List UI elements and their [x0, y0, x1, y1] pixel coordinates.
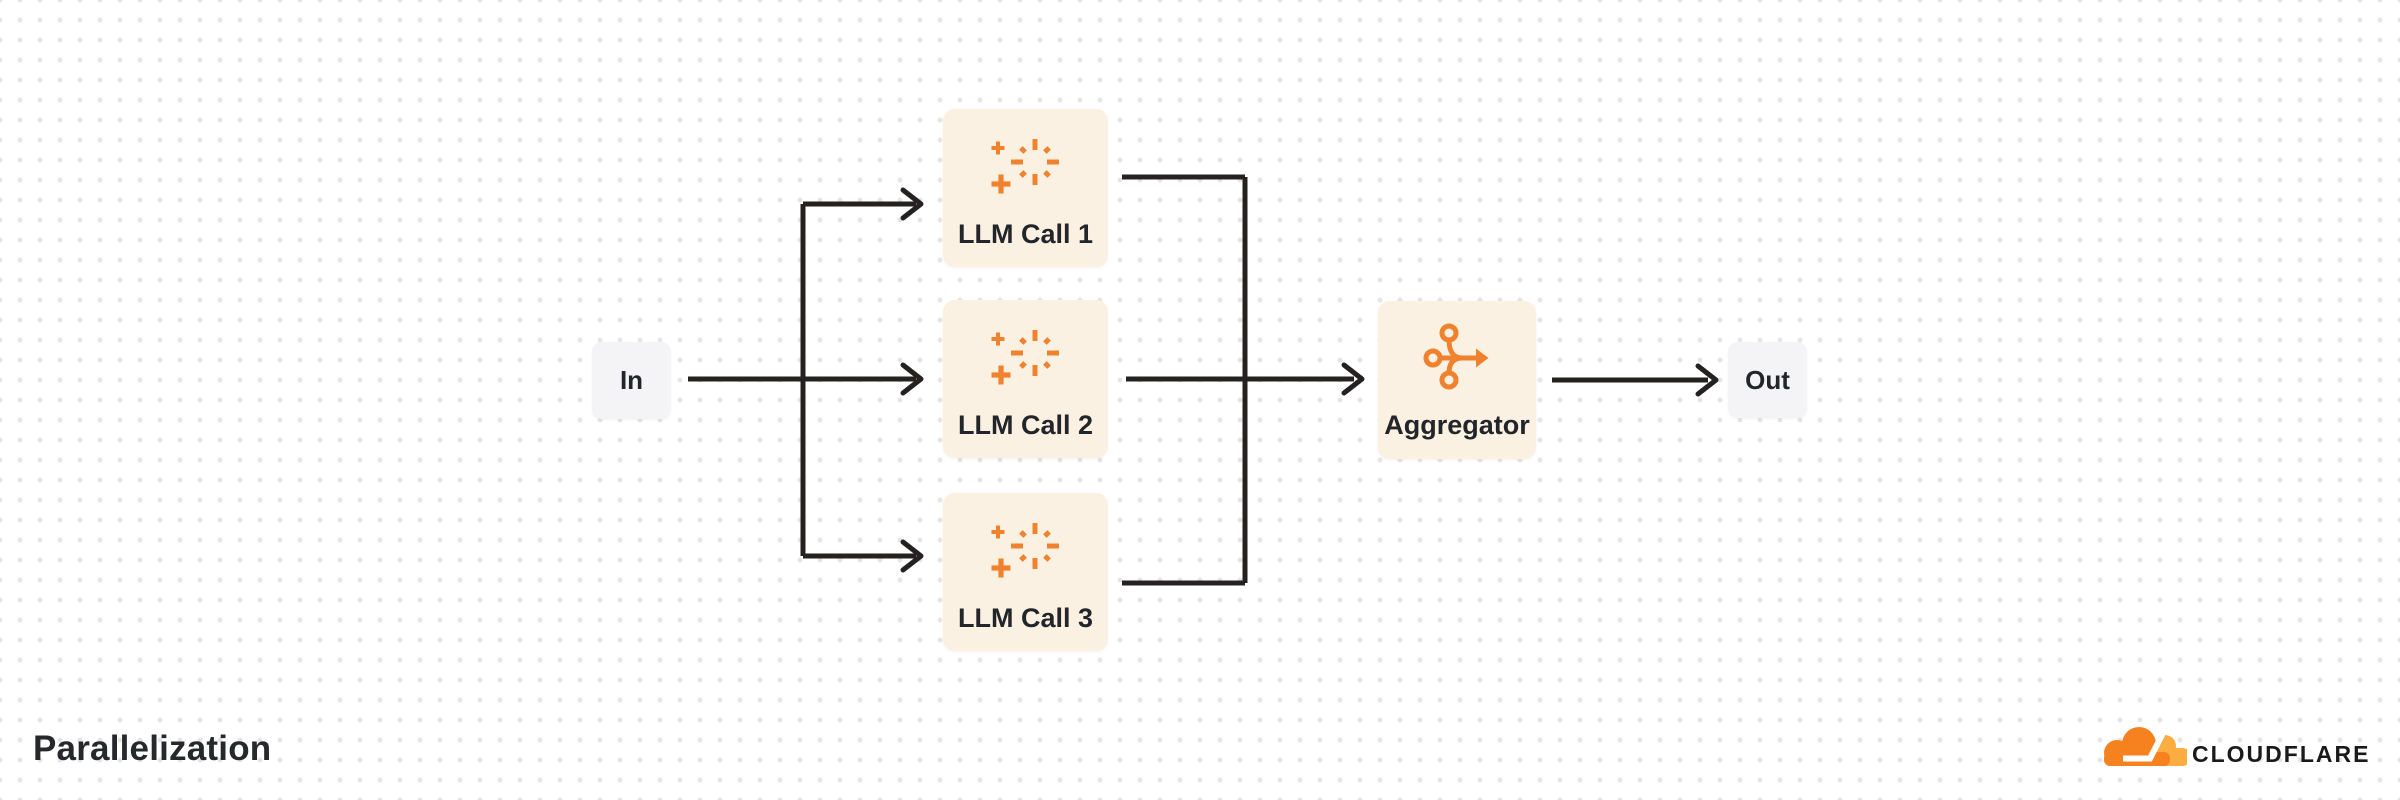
edge-aggregator-to-out [1552, 363, 1719, 397]
node-aggregator: Aggregator [1378, 301, 1536, 459]
page-title: Parallelization [33, 729, 272, 768]
edge-llms-to-aggregator [1122, 174, 1365, 586]
arrowhead-to-llm2 [900, 362, 924, 396]
sparkles-icon [989, 135, 1063, 199]
arrowhead-to-out [1695, 363, 1719, 397]
sparkles-icon [989, 519, 1063, 583]
node-aggregator-label: Aggregator [1384, 410, 1530, 440]
cloudflare-cloud-icon [2093, 720, 2191, 772]
node-llm-call-1: LLM Call 1 [943, 109, 1108, 267]
cloudflare-logo: CLOUDFLARE [2093, 725, 2370, 772]
arrowhead-to-aggregator [1341, 362, 1365, 396]
node-llm-call-1-label: LLM Call 1 [957, 219, 1093, 249]
node-llm-call-2-label: LLM Call 2 [957, 410, 1093, 440]
node-in-label: In [619, 365, 644, 395]
node-out: Out [1728, 342, 1807, 418]
edge-in-to-branches [688, 187, 924, 573]
arrowhead-to-llm3 [900, 539, 924, 573]
cloudflare-wordmark: CLOUDFLARE [2192, 741, 2371, 767]
arrowhead-to-llm1 [900, 187, 924, 221]
node-llm-call-3-label: LLM Call 3 [957, 603, 1093, 633]
merge-arrow-icon [1421, 321, 1493, 393]
node-llm-call-2: LLM Call 2 [943, 300, 1108, 458]
sparkles-icon [989, 326, 1063, 390]
node-llm-call-3: LLM Call 3 [943, 493, 1108, 651]
node-out-label: Out [1745, 364, 1790, 395]
node-in: In [592, 342, 671, 419]
